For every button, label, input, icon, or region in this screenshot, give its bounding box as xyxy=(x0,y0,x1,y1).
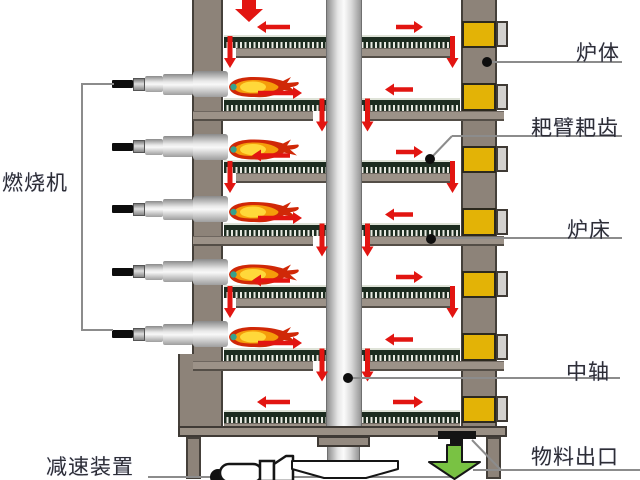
label-material-outlet: 物料出口 xyxy=(531,446,619,469)
furnace-wall-port xyxy=(462,145,496,173)
furnace-wall-port xyxy=(462,20,496,48)
burner-flame-icon xyxy=(229,327,299,348)
burner-body xyxy=(145,201,163,217)
central-shaft xyxy=(326,0,362,447)
furnace-left-wall-footing xyxy=(178,354,194,427)
leader-line-furnace-body xyxy=(487,61,622,63)
burner-tip xyxy=(112,80,133,88)
burner-coupler xyxy=(133,265,145,278)
leader-line-central-shaft xyxy=(348,377,620,379)
central-shaft-lower xyxy=(327,447,360,463)
burner-body xyxy=(145,138,163,155)
hearth-floor xyxy=(193,360,313,371)
flow-arrow-right-icon xyxy=(393,396,423,408)
burner-flame-icon xyxy=(229,77,299,98)
burner-nozzle xyxy=(193,196,228,222)
shaft-bottom-collar xyxy=(317,436,370,447)
port-tab xyxy=(496,396,508,422)
burner-body xyxy=(145,263,163,280)
furnace-wall-port xyxy=(462,333,496,361)
burner-coupler xyxy=(133,140,145,153)
burner-tip xyxy=(112,330,133,338)
burner-bracket-bottom-stub xyxy=(81,329,113,331)
furnace-leg-right xyxy=(486,437,501,479)
hearth-floor xyxy=(367,360,504,371)
label-rake-arm-teeth: 耙臂耙齿 xyxy=(531,117,619,140)
leader-dot-hearth xyxy=(426,234,436,244)
burner-body xyxy=(163,198,193,220)
burner-nozzle xyxy=(193,321,228,347)
burner-coupler xyxy=(133,77,145,91)
label-hearth: 炉床 xyxy=(567,219,611,242)
leader-line-material-outlet xyxy=(473,469,640,471)
label-reducer: 减速装置 xyxy=(46,456,134,479)
burner-bracket-top-stub xyxy=(81,83,114,85)
burner-body xyxy=(163,73,193,95)
label-burner: 燃烧机 xyxy=(2,172,68,195)
furnace-leg-left xyxy=(186,437,201,479)
label-furnace-body: 炉体 xyxy=(576,42,620,65)
furnace-wall-port xyxy=(462,270,496,298)
burner-body xyxy=(145,326,163,342)
burner-nozzle xyxy=(193,258,228,285)
leader-line-hearth xyxy=(431,237,622,239)
port-tab xyxy=(496,271,508,297)
hearth-floor xyxy=(367,110,504,121)
furnace-wall-port xyxy=(462,395,496,423)
feed-arrow-down-icon xyxy=(235,0,263,22)
flow-arrow-right-icon xyxy=(396,271,423,283)
burner-flame-icon xyxy=(229,202,299,223)
flow-arrow-right-icon xyxy=(396,146,423,158)
furnace-wall-port xyxy=(462,208,496,236)
leader-line-reducer xyxy=(148,476,458,478)
burner-body xyxy=(163,136,193,157)
leader-dot-furnace-body xyxy=(482,57,492,67)
burner-nozzle xyxy=(193,71,228,97)
port-tab xyxy=(496,21,508,47)
flow-arrow-left-icon xyxy=(385,208,413,221)
hearth-floor xyxy=(193,235,313,246)
burner-bracket-line xyxy=(81,83,83,331)
burner-tip xyxy=(112,267,133,276)
burner-tip xyxy=(112,142,133,151)
burner-nozzle xyxy=(193,133,228,160)
port-tab xyxy=(496,146,508,172)
burner-tip xyxy=(112,205,133,213)
flow-arrow-left-icon xyxy=(385,333,413,346)
burner-body xyxy=(145,76,163,92)
leader-dot-rake-arm xyxy=(425,154,435,164)
reducer-motor-end xyxy=(210,469,226,480)
burner-flame-icon xyxy=(229,264,299,285)
port-tab xyxy=(496,83,508,110)
flow-arrow-left-icon xyxy=(385,83,413,96)
burner-body xyxy=(163,261,193,282)
flow-arrow-right-icon xyxy=(396,21,423,33)
burner-coupler xyxy=(133,202,145,216)
flow-arrow-left-icon xyxy=(257,396,290,408)
burner-body xyxy=(163,323,193,345)
burner-coupler xyxy=(133,327,145,341)
leader-line-rake-arm xyxy=(452,135,622,137)
port-tab xyxy=(496,208,508,235)
port-tab xyxy=(496,333,508,360)
burner-flame-icon xyxy=(229,139,299,160)
label-central-shaft: 中轴 xyxy=(566,361,610,384)
material-outlet-arrow-icon xyxy=(428,444,481,480)
furnace-wall-port xyxy=(462,83,496,111)
hearth-floor xyxy=(193,110,313,121)
leader-dot-central-shaft xyxy=(343,373,353,383)
flow-arrow-left-icon xyxy=(257,21,290,33)
